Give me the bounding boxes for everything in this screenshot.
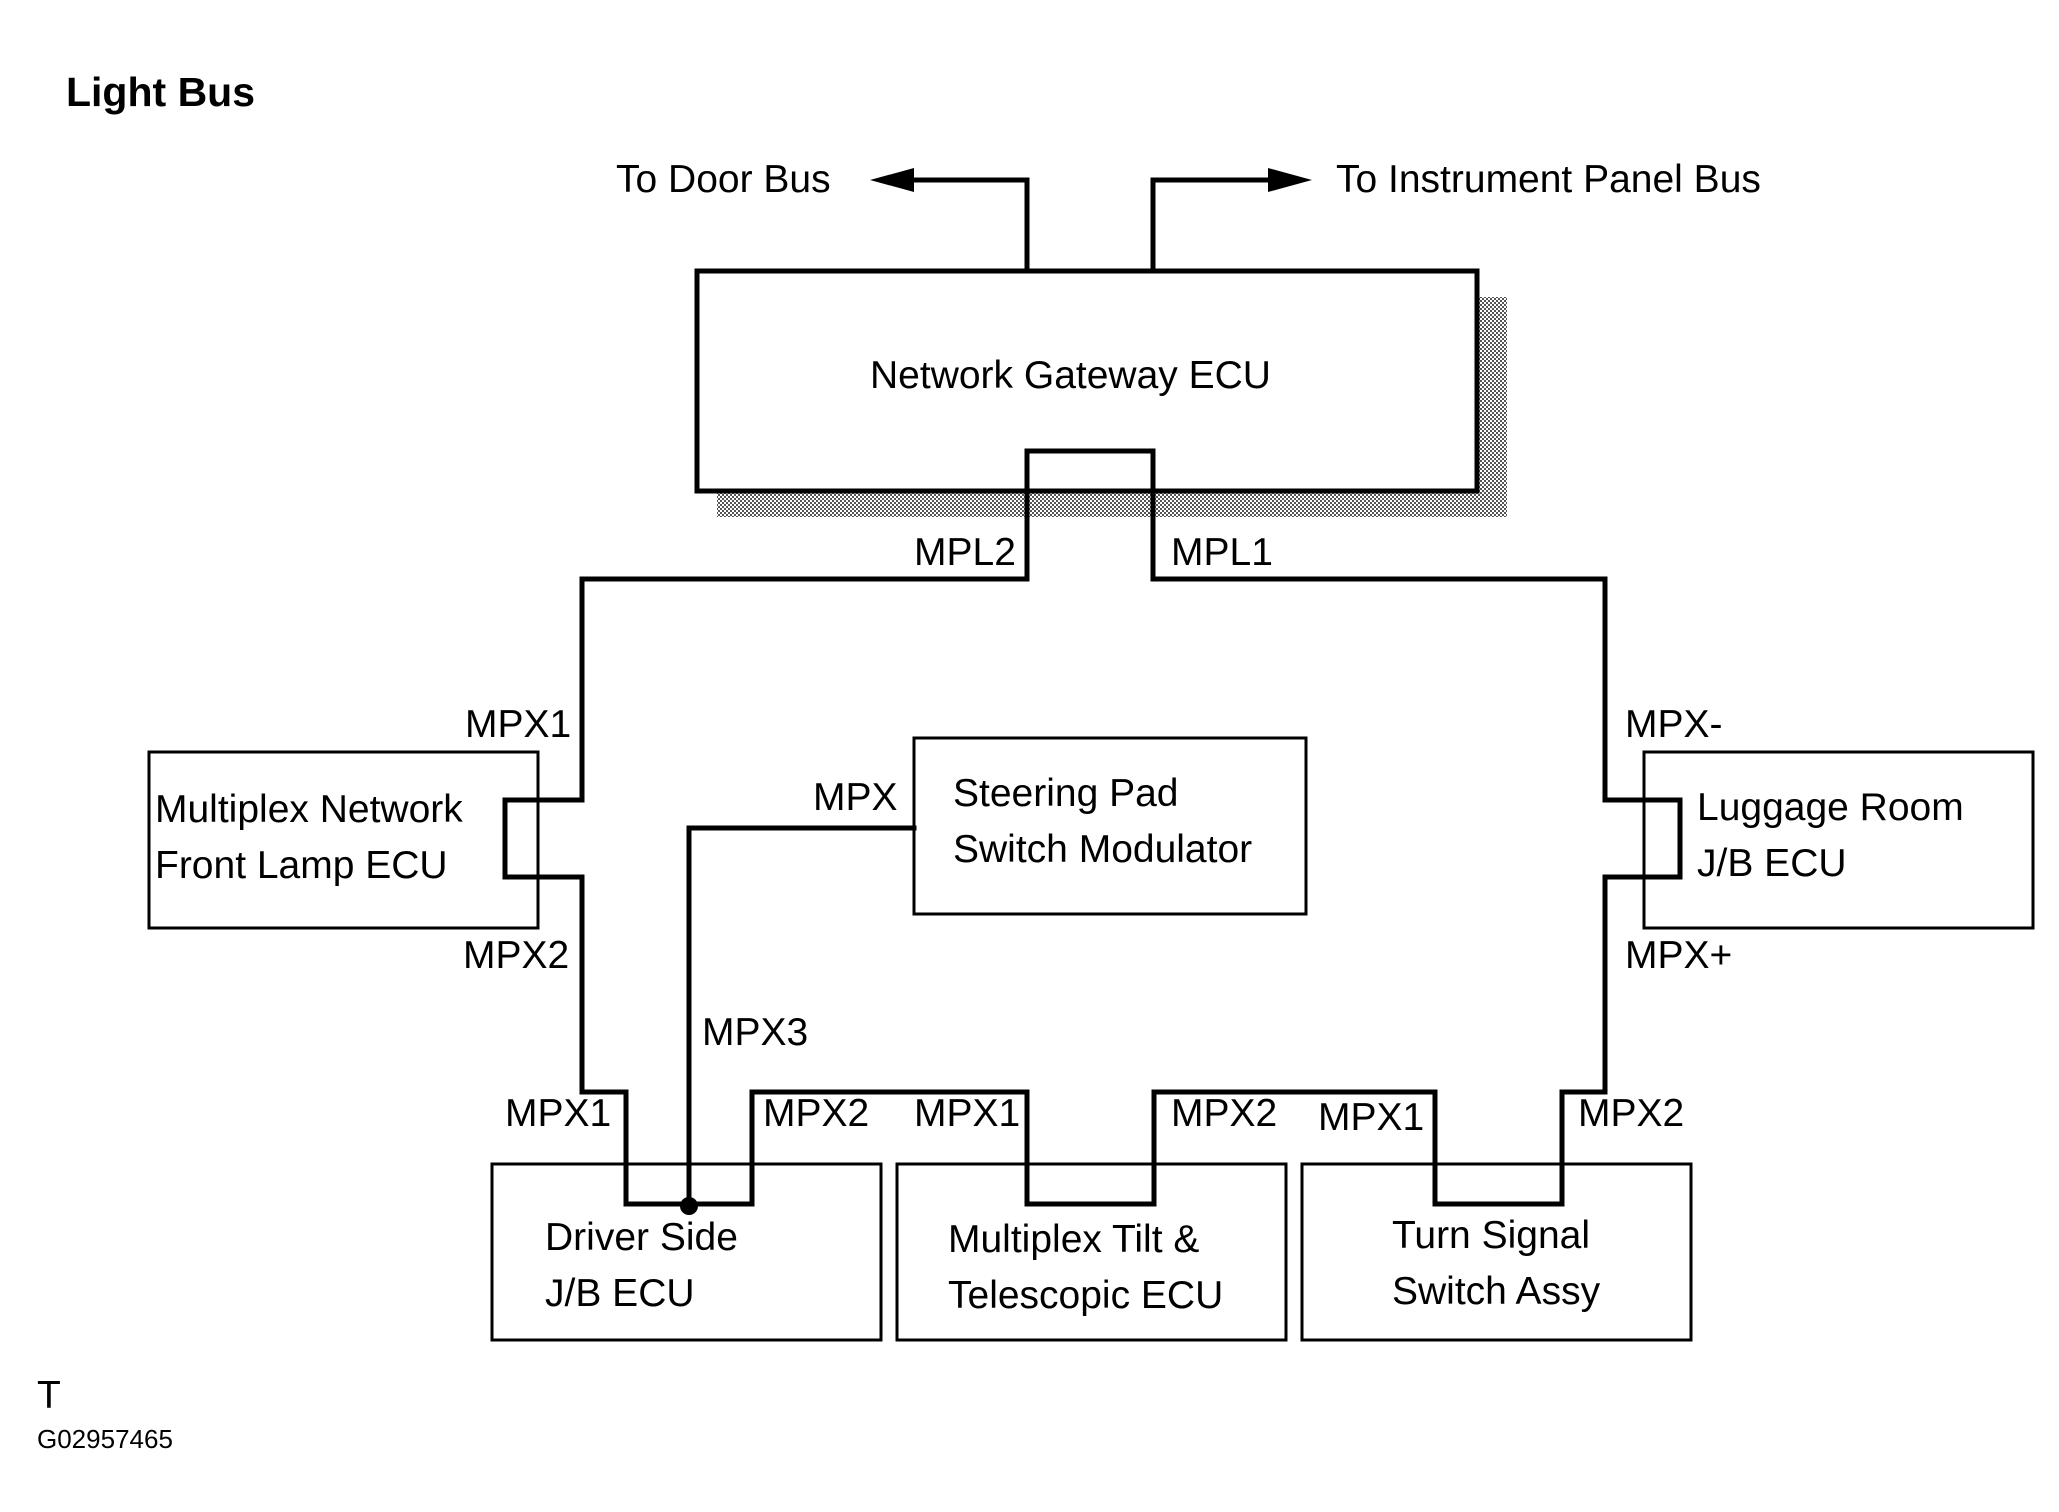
pin-front-lamp-mpx2: MPX2: [463, 934, 569, 977]
ip-bus-wire: [1150, 177, 1271, 274]
driver-jb-ecu-label-line1: Driver Side: [545, 1216, 738, 1259]
turn-signal-switch-box: [1300, 1162, 1693, 1342]
door-bus-label: To Door Bus: [616, 158, 831, 201]
driver-jb-ecu-label-line2: J/B ECU: [545, 1272, 695, 1315]
steering-pad-box: [912, 736, 1308, 916]
turn-signal-switch-label-line2: Switch Assy: [1392, 1270, 1601, 1313]
tilt-telescopic-ecu-label-line1: Multiplex Tilt &: [948, 1218, 1199, 1261]
luggage-room-ecu-box: [1642, 750, 2035, 930]
front-lamp-ecu-label-line2: Front Lamp ECU: [155, 844, 448, 887]
tilt-telescopic-ecu-block: Multiplex Tilt & Telescopic ECU: [895, 1162, 1288, 1342]
pin-driver-mpx3: MPX3: [702, 1011, 808, 1054]
pin-turn-mpx1: MPX1: [1318, 1096, 1424, 1139]
steering-pad-mpx3-wire: [686, 825, 917, 1207]
figure-code: G02957465: [37, 1424, 173, 1454]
front-lamp-ecu-label-line1: Multiplex Network: [155, 788, 463, 831]
diagram-title: Light Bus: [66, 69, 255, 115]
turn-signal-switch-label-line1: Turn Signal: [1392, 1214, 1590, 1257]
gateway-ecu-label: Network Gateway ECU: [870, 354, 1271, 397]
door-bus-wire: [911, 177, 1030, 274]
steering-pad-block: Steering Pad Switch Modulator: [912, 736, 1308, 916]
luggage-room-ecu-label-line1: Luggage Room: [1697, 786, 1964, 829]
front-lamp-ecu-block: Multiplex Network Front Lamp ECU: [147, 750, 540, 930]
tilt-telescopic-ecu-box: [895, 1162, 1288, 1342]
bus-wire-gateway-to-front-lamp: [502, 448, 1683, 1207]
front-lamp-ecu-box: [147, 750, 540, 930]
pin-tilt-mpx2: MPX2: [1171, 1092, 1277, 1135]
turn-signal-switch-block: Turn Signal Switch Assy: [1300, 1162, 1693, 1342]
footer-mark: T: [37, 1374, 61, 1417]
tilt-telescopic-ecu-label-line2: Telescopic ECU: [948, 1274, 1223, 1317]
gateway-ecu-box: [694, 268, 1480, 494]
pin-tilt-mpx1: MPX1: [914, 1092, 1020, 1135]
pin-driver-mpx1: MPX1: [505, 1092, 611, 1135]
pin-steering-mpx: MPX: [813, 776, 898, 819]
pin-luggage-mpx-plus: MPX+: [1625, 934, 1732, 977]
door-bus-arrowhead: [870, 168, 914, 192]
pin-driver-mpx2: MPX2: [763, 1092, 869, 1135]
pin-luggage-mpx-minus: MPX-: [1625, 703, 1723, 746]
pin-mpl1: MPL1: [1171, 531, 1273, 574]
gateway-ecu-block: Network Gateway ECU: [694, 268, 1480, 494]
pin-front-lamp-mpx1: MPX1: [465, 703, 571, 746]
steering-pad-label-line2: Switch Modulator: [953, 828, 1252, 871]
mpx3-junction-dot: [680, 1197, 698, 1215]
luggage-room-ecu-label-line2: J/B ECU: [1697, 842, 1847, 885]
pin-turn-mpx2: MPX2: [1578, 1092, 1684, 1135]
pin-mpl2: MPL2: [914, 531, 1016, 574]
steering-pad-label-line1: Steering Pad: [953, 772, 1179, 815]
ip-bus-label: To Instrument Panel Bus: [1336, 158, 1761, 201]
luggage-room-ecu-block: Luggage Room J/B ECU: [1642, 750, 2035, 930]
ip-bus-arrowhead: [1268, 168, 1312, 192]
